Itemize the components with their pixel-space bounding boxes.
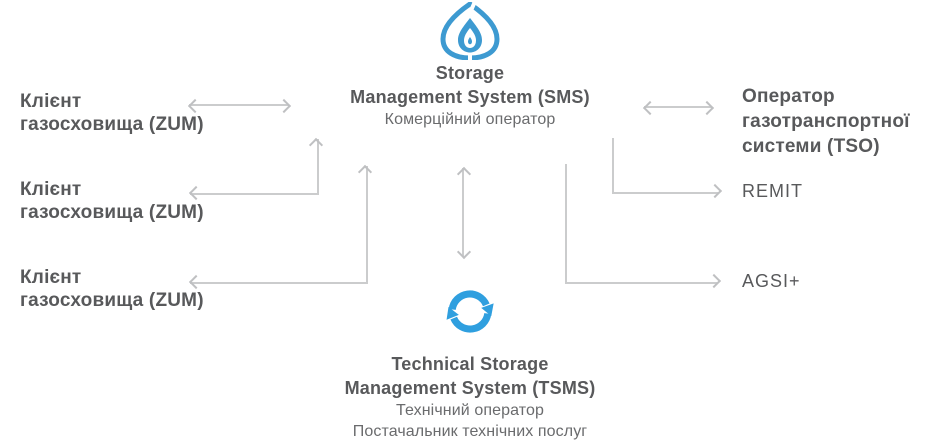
tsms-title-line1: Technical Storage [391,354,549,374]
arrowhead-zum1-right [276,98,292,114]
connector-sms-tsms [462,168,464,256]
client-zum-node-1: Клієнт газосховища (ZUM) [20,90,204,136]
client-zum-node-2: Клієнт газосховища (ZUM) [20,178,204,224]
tsms-title-line2: Management System (TSMS) [344,378,596,398]
sms-title-line1: Storage [435,63,505,83]
client-zum-node-3: Клієнт газосховища (ZUM) [20,266,204,312]
client-zum-1-line2: газосховища (ZUM) [20,114,204,135]
tso-line1: Оператор [742,86,835,107]
client-zum-3-line2: газосховища (ZUM) [20,290,204,311]
arrowhead-sms-tsms-down [456,244,472,260]
tso-line2: газотранспортної [742,111,910,132]
connector-zum1-sms [189,104,289,106]
connector-sms-agsi [565,164,717,284]
arrowhead-sms-tsms-up [456,166,472,182]
tsms-node: Technical Storage Management System (TSM… [295,352,645,442]
sms-node: Storage Management System (SMS) Комерцій… [295,61,645,130]
sms-subtitle: Комерційний оператор [384,111,556,128]
sync-arrows-icon [440,283,500,340]
client-zum-2-line2: газосховища (ZUM) [20,202,204,223]
client-zum-2-line1: Клієнт [20,179,82,200]
remit-node: REMIT [742,181,803,201]
agsi-node: AGSI+ [742,271,801,291]
tsms-subtitle-line2: Постачальник технічних послуг [352,423,588,440]
connector-zum2-sms [190,139,319,195]
gas-flame-logo-icon [436,0,504,61]
arrowhead-tso-right [699,100,715,116]
tso-line3: системи (TSO) [742,136,880,157]
client-zum-1-line1: Клієнт [20,91,82,112]
connector-sms-remit [612,138,718,194]
client-zum-3-line1: Клієнт [20,267,82,288]
sms-title-line2: Management System (SMS) [350,87,590,107]
arrowhead-tso-left [642,100,658,116]
connector-sms-tso [644,106,712,108]
connector-zum3-sms [190,166,368,284]
tso-node: Оператор газотранспортної системи (TSO) [742,84,910,159]
tsms-subtitle-line1: Технічний оператор [396,402,544,419]
